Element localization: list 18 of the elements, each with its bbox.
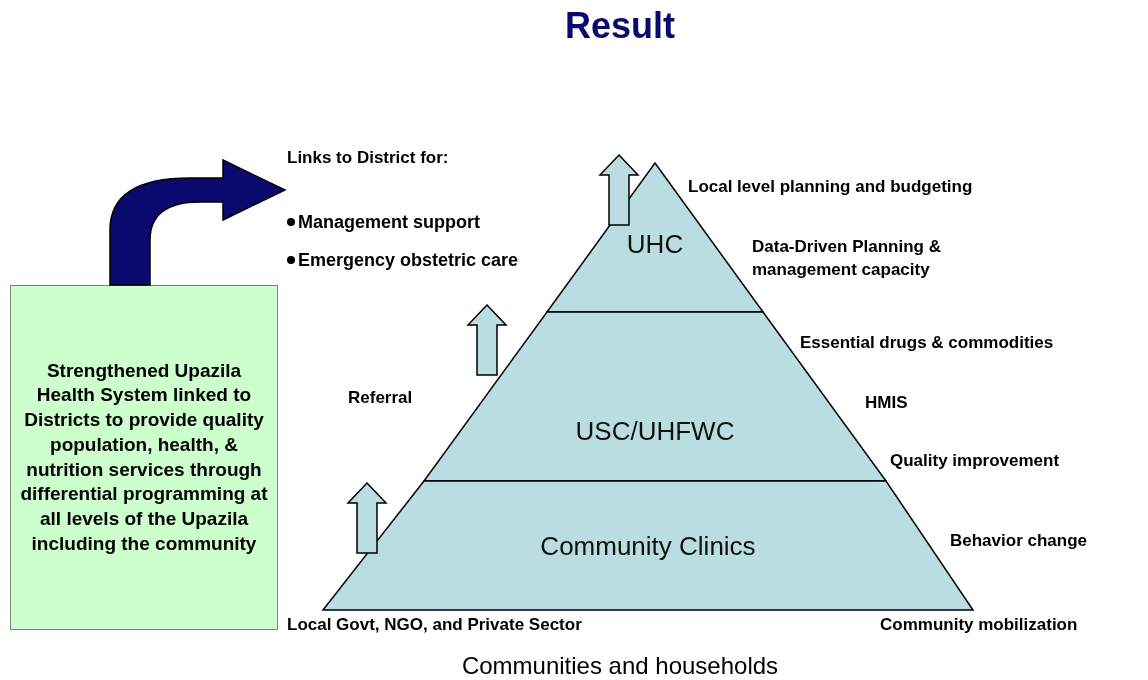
curved-block-arrow bbox=[109, 159, 286, 286]
side-label: HMIS bbox=[865, 392, 908, 414]
goal-box bbox=[10, 285, 278, 630]
list-heading: Links to District for: bbox=[287, 148, 449, 168]
goal-text: Strengthened Upazila Health System linked to Districts to provide quality population, health, & nutrition services through differential programming at all levels of the Upazila including the community bbox=[19, 358, 269, 556]
side-label: Quality improvement bbox=[890, 450, 1060, 472]
layer-label: USC/UHFWC bbox=[574, 416, 736, 447]
side-label: Behavior change bbox=[950, 530, 1087, 552]
side-label: Data-Driven Planning & management capacity bbox=[752, 236, 942, 281]
side-label: Essential drugs & commodities bbox=[800, 332, 1054, 354]
side-label: Referral bbox=[348, 387, 413, 409]
list-item: Emergency obstetric care bbox=[298, 250, 519, 271]
side-label: Local level planning and budgeting bbox=[688, 176, 973, 198]
caption: Communities and households bbox=[460, 652, 780, 680]
list-item: Management support bbox=[298, 212, 480, 233]
title: Result bbox=[564, 5, 676, 47]
side-label: Local Govt, NGO, and Private Sector bbox=[287, 614, 582, 636]
side-label: Community mobilization bbox=[880, 614, 1078, 636]
